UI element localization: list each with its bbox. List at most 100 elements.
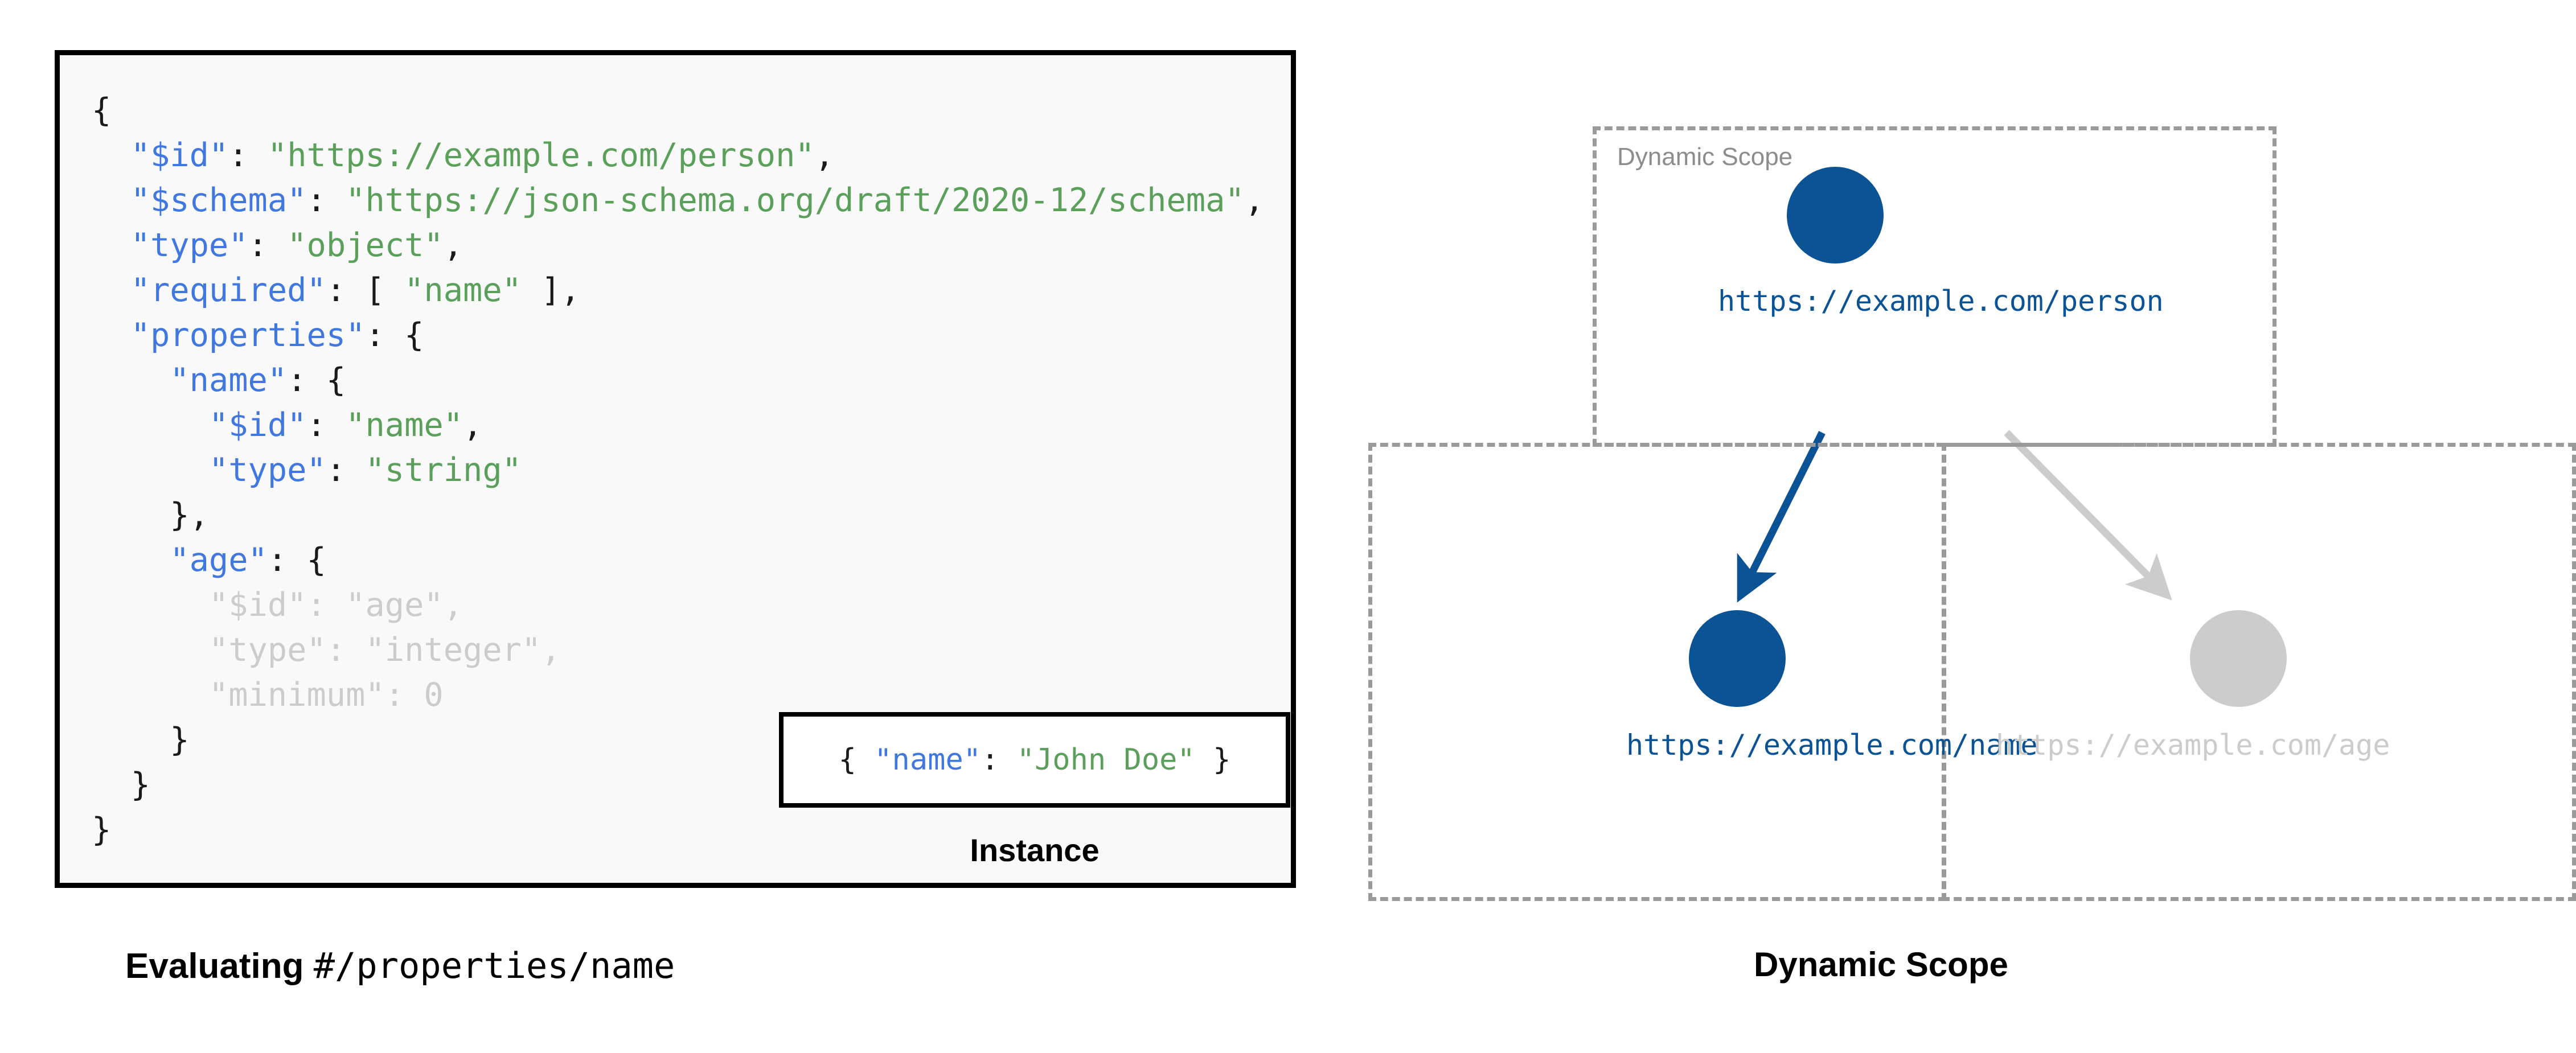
code-line: "$id": "name",: [92, 403, 1285, 448]
dynamic-scope-box-age: [1942, 443, 2576, 901]
code-token: "$id": [208, 406, 307, 444]
code-token: "string": [365, 451, 522, 489]
code-token: "https://example.com/person": [267, 137, 815, 174]
code-token: "name": [874, 743, 982, 777]
code-token: "minimum": [208, 676, 385, 714]
instance-caption: Instance: [970, 832, 1100, 868]
code-token: [92, 451, 209, 489]
code-line: "type": "object",: [92, 223, 1285, 268]
node-label-age: https://example.com/age: [1996, 729, 2390, 762]
code-token: [92, 272, 131, 309]
code-token: [92, 406, 209, 444]
code-token: ,: [814, 137, 835, 174]
code-line: },: [92, 493, 1285, 538]
dynamic-scope-box-name: [1368, 443, 1946, 901]
code-token: "$id": [130, 137, 229, 174]
scope-arrows-svg: [1737, 430, 2172, 603]
code-token: ,: [443, 586, 463, 624]
code-token: : 0: [384, 676, 444, 714]
code-token: [92, 586, 209, 624]
code-token: :: [326, 451, 366, 489]
schema-code-box: { "$id": "https://example.com/person", "…: [55, 50, 1296, 888]
code-token: :: [306, 182, 346, 219]
evaluating-caption: Evaluating #/properties/name: [125, 945, 675, 986]
code-token: : [: [326, 272, 405, 309]
code-token: "John Doe": [1016, 743, 1195, 777]
code-token: "$id": [208, 586, 307, 624]
code-token: :: [326, 631, 366, 669]
code-token: }: [92, 766, 150, 804]
code-token: ,: [463, 406, 483, 444]
code-line: "$id": "https://example.com/person",: [92, 133, 1285, 178]
code-token: "type": [130, 227, 248, 264]
code-line: }: [92, 808, 1285, 853]
code-token: ],: [522, 272, 580, 309]
code-token: [92, 137, 131, 174]
code-token: [92, 631, 209, 669]
node-circle-person: [1787, 167, 1884, 264]
instance-block: { "name": "John Doe" } Instance: [779, 712, 1290, 869]
code-token: "properties": [130, 316, 366, 354]
evaluating-caption-bold: Evaluating: [125, 947, 314, 986]
code-token: "https://json-schema.org/draft/2020-12/s…: [346, 182, 1245, 219]
code-token: : {: [287, 361, 346, 399]
code-line: }: [92, 763, 1285, 808]
code-token: :: [248, 227, 288, 264]
instance-code-box: { "name": "John Doe" }: [779, 712, 1290, 808]
node-label-name: https://example.com/name: [1626, 729, 2038, 762]
code-token: ,: [443, 227, 463, 264]
code-line: "$schema": "https://json-schema.org/draf…: [92, 178, 1285, 223]
dynamic-scope-box-label: Dynamic Scope: [1617, 143, 1793, 171]
code-token: : {: [365, 316, 424, 354]
edge-person-to-name: [1737, 431, 1826, 603]
dynamic-scope-caption: Dynamic Scope: [1754, 945, 2008, 984]
code-line: {: [92, 88, 1285, 133]
code-line: "properties": {: [92, 313, 1285, 358]
code-token: [92, 361, 170, 399]
code-line: "name": {: [92, 358, 1285, 403]
code-token: {: [92, 92, 112, 129]
code-token: : {: [267, 541, 326, 579]
code-token: "age": [346, 586, 444, 624]
code-token: "type": [208, 451, 326, 489]
code-token: }: [92, 811, 112, 849]
schema-panel: { "$id": "https://example.com/person", "…: [55, 50, 1296, 888]
code-token: "name": [404, 272, 522, 309]
code-token: "$schema": [130, 182, 307, 219]
dynamic-scope-panel: Dynamic Scope https://example.com/person…: [1310, 0, 2576, 1053]
code-line: "required": [ "name" ],: [92, 268, 1285, 313]
node-circle-age: [2190, 610, 2287, 707]
code-line: "type": "integer",: [92, 628, 1285, 673]
code-token: }: [92, 721, 190, 759]
node-label-person: https://example.com/person: [1718, 285, 2164, 318]
code-line: }: [92, 718, 1285, 763]
code-token: [92, 541, 170, 579]
code-token: [92, 316, 131, 354]
code-token: }: [1195, 743, 1231, 777]
edge-person-to-age: [2004, 430, 2172, 600]
code-token: "age": [170, 541, 268, 579]
code-token: [92, 182, 131, 219]
code-line: "type": "string": [92, 448, 1285, 493]
code-token: "name": [170, 361, 288, 399]
code-token: "type": [208, 631, 326, 669]
code-token: "required": [130, 272, 326, 309]
code-token: ,: [541, 631, 561, 669]
schema-code-text: { "$id": "https://example.com/person", "…: [92, 88, 1285, 877]
code-line: "minimum": 0: [92, 673, 1285, 718]
instance-code-text: { "name": "John Doe" }: [839, 743, 1231, 777]
code-token: [92, 676, 209, 714]
code-token: [92, 227, 131, 264]
code-token: ,: [1244, 182, 1265, 219]
code-token: :: [228, 137, 268, 174]
code-line: "age": {: [92, 538, 1285, 583]
code-token: :: [981, 743, 1017, 777]
code-token: {: [838, 743, 875, 777]
code-token: },: [92, 496, 209, 534]
evaluating-caption-pointer: #/properties/name: [313, 945, 675, 986]
code-token: :: [306, 406, 346, 444]
code-token: "name": [346, 406, 463, 444]
code-token: "object": [287, 227, 444, 264]
code-token: "integer": [365, 631, 542, 669]
code-token: :: [306, 586, 346, 624]
